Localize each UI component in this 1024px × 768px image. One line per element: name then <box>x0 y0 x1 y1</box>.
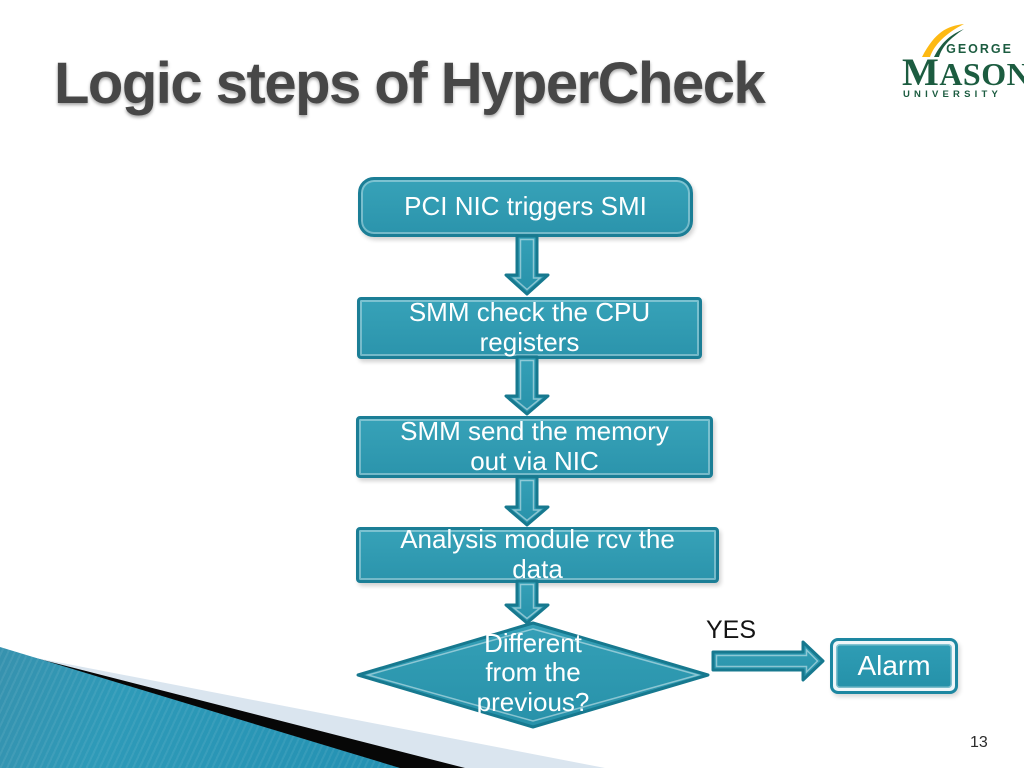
yes-arrow <box>711 640 825 682</box>
flow-step-line: PCI NIC triggers SMI <box>404 191 647 222</box>
flow-step-smm-check: SMM check the CPU registers <box>357 297 702 359</box>
flow-step-line: SMM send the memory <box>400 416 669 447</box>
logo-mason-rest: ASON <box>939 56 1024 92</box>
page-number: 13 <box>970 734 988 751</box>
down-arrow-1 <box>504 234 550 296</box>
flow-step-line: data <box>512 554 563 584</box>
logo-text-george: GEORGE <box>946 42 1013 56</box>
decision-line: Different <box>484 628 582 658</box>
flow-step-line: registers <box>479 327 580 357</box>
decision-line: from the <box>485 657 581 688</box>
flow-step-smm-send: SMM send the memory out via NIC <box>356 416 713 478</box>
yes-branch-label: YES <box>706 616 757 644</box>
down-arrow-3 <box>504 475 550 527</box>
flow-step-line: out via NIC <box>470 446 599 476</box>
logo-text-mason: MASON <box>902 51 1024 94</box>
logo-swoosh-icon <box>922 24 964 57</box>
down-arrow-4 <box>504 579 550 625</box>
flow-step-line: Analysis module rcv the <box>400 524 675 555</box>
alarm-box: Alarm <box>830 638 958 694</box>
alarm-label: Alarm <box>836 644 952 688</box>
university-logo: GEORGE MASON UNIVERSITY <box>900 24 1024 102</box>
slide-title: Logic steps of HyperCheck <box>54 51 766 116</box>
decision-line: previous? <box>476 686 590 717</box>
down-arrow-2 <box>504 355 550 416</box>
flow-step-line: SMM check the CPU <box>408 297 651 328</box>
decision-label: Different from the previous? <box>433 628 633 717</box>
flow-step-analysis: Analysis module rcv the data <box>356 524 719 584</box>
logo-mason-initial: M <box>902 51 940 94</box>
logo-text-university: UNIVERSITY <box>903 89 1003 100</box>
flow-step-pci-nic: PCI NIC triggers SMI <box>358 177 693 237</box>
